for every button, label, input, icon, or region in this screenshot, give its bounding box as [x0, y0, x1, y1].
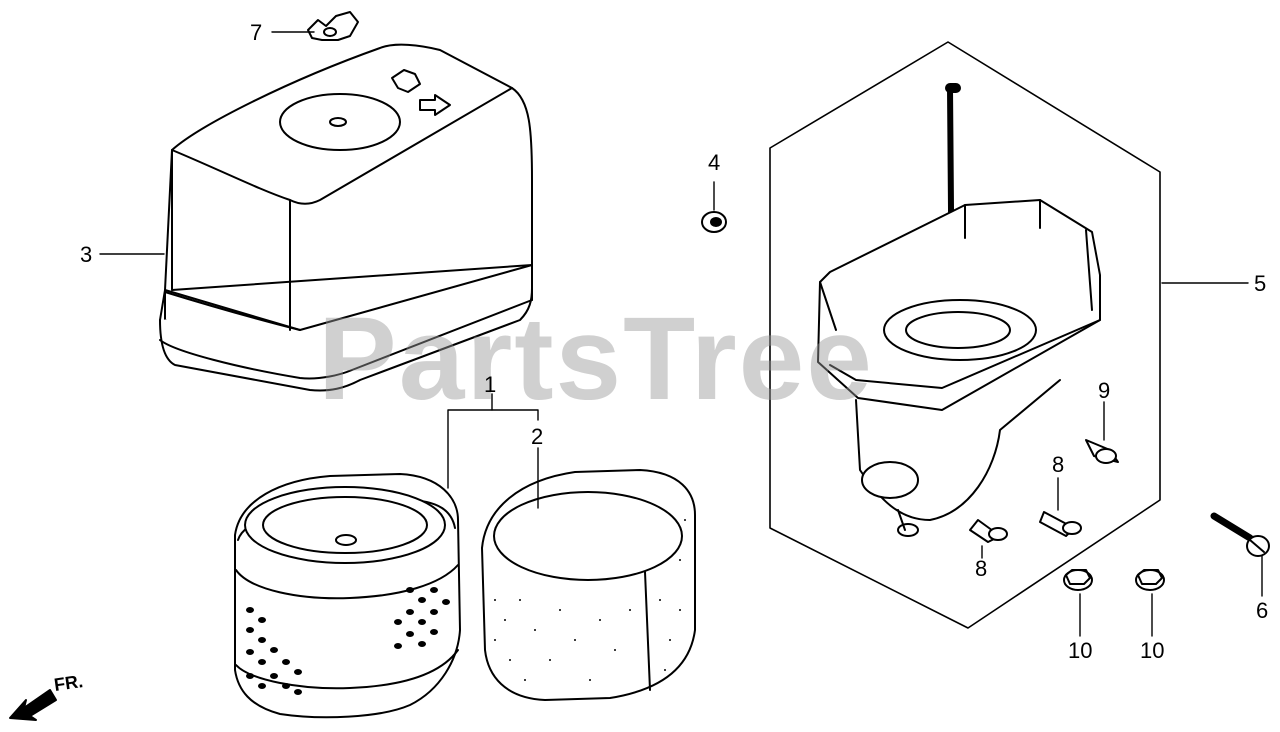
callout-7: 7	[250, 20, 263, 45]
collar-8b	[1039, 511, 1082, 537]
flange-nut-10a	[1063, 569, 1093, 591]
callout-6: 6	[1256, 598, 1269, 623]
collar-8a	[969, 519, 1008, 543]
outer-foam-element	[481, 469, 696, 701]
flange-bolt	[1210, 512, 1270, 557]
callout-10-left: 10	[1068, 638, 1093, 663]
leader-lines	[99, 31, 1263, 637]
collar-9	[1085, 439, 1119, 464]
callout-1: 1	[484, 372, 497, 397]
flange-nut-10b	[1135, 569, 1165, 591]
callout-4: 4	[708, 150, 721, 175]
assembly-outline	[769, 41, 1161, 629]
front-arrow-icon	[9, 689, 57, 721]
callout-8-upper: 8	[1052, 452, 1065, 477]
callout-3: 3	[80, 242, 93, 267]
callout-5: 5	[1254, 271, 1267, 296]
callout-8-lower: 8	[975, 556, 988, 581]
callout-9: 9	[1098, 378, 1111, 403]
callout-2: 2	[531, 424, 544, 449]
air-cleaner-cover	[159, 43, 533, 392]
callout-10-right: 10	[1140, 638, 1165, 663]
wing-nut	[307, 11, 359, 41]
front-direction-label: FR.	[52, 671, 85, 695]
collar	[701, 211, 727, 233]
air-cleaner-case	[817, 83, 1101, 537]
air-cleaner-element	[234, 473, 461, 719]
